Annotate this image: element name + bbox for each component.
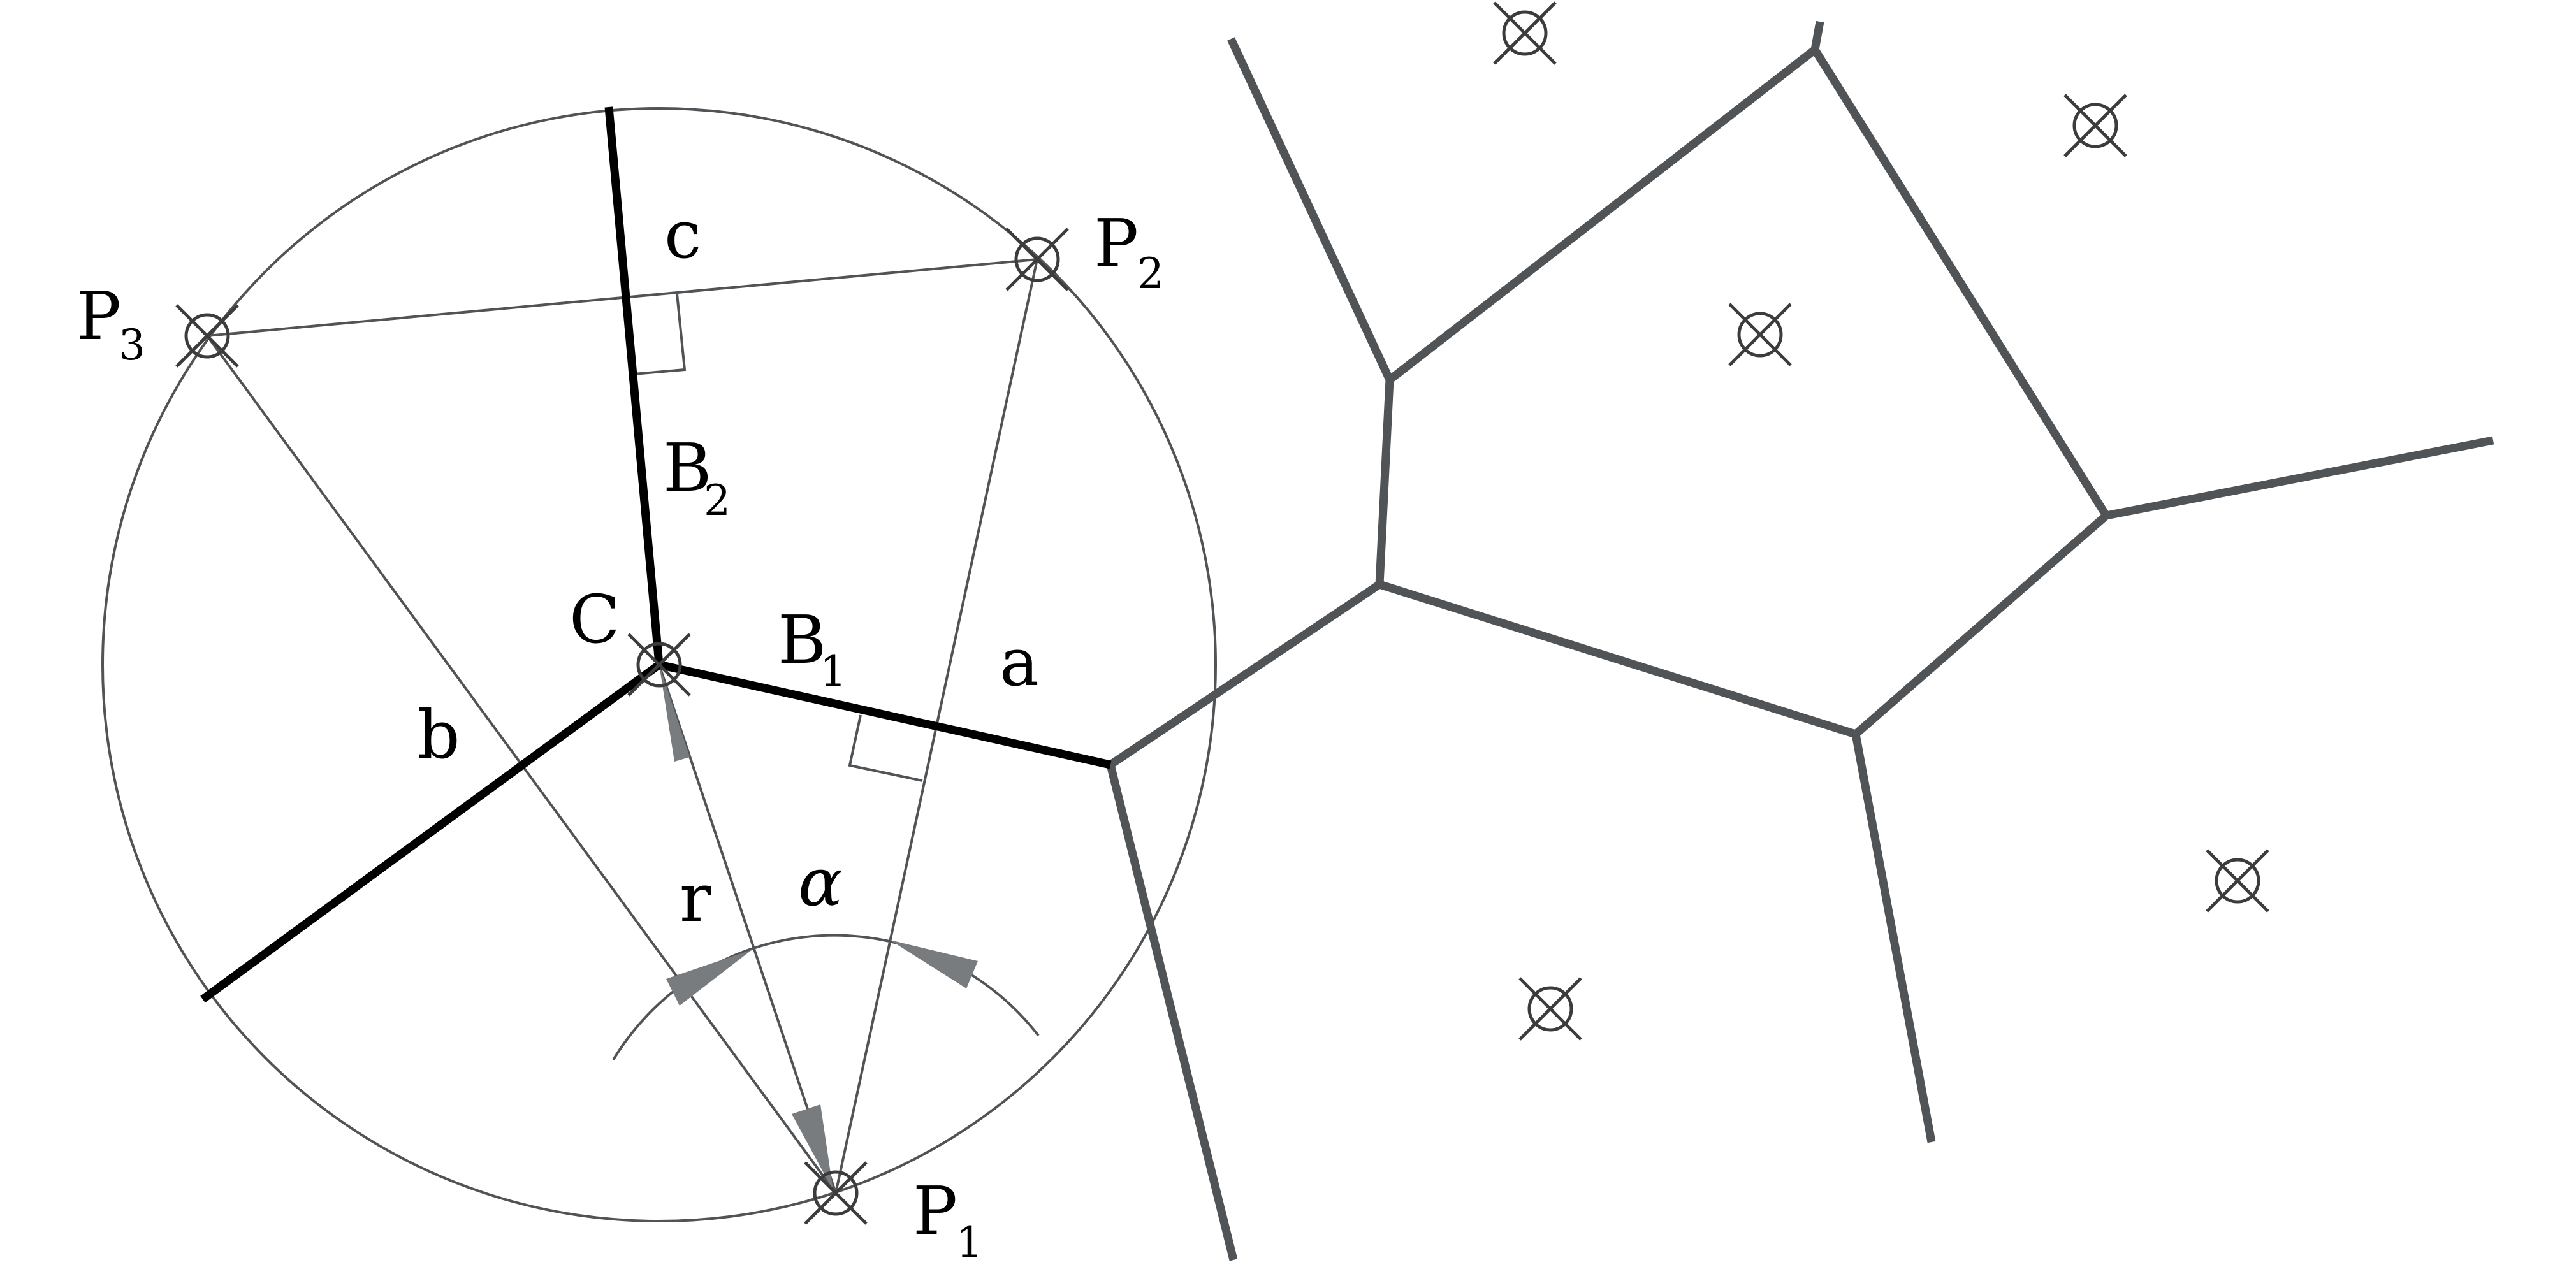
site-cross-icon	[804, 1161, 868, 1225]
bisector-b2	[604, 106, 664, 665]
voronoi-edge	[2105, 436, 2494, 520]
voronoi-edge	[1810, 20, 1824, 51]
voronoi-edge	[1227, 37, 1394, 382]
site-cross-icon	[2063, 94, 2127, 157]
voronoi-edge	[1375, 379, 1394, 585]
site-cross-icon	[627, 633, 691, 697]
arrowhead-angle-left	[666, 950, 752, 1006]
arrowhead-angle-right	[890, 940, 978, 988]
site-circle-icon	[1527, 986, 1573, 1032]
label-center-c: C	[569, 581, 620, 658]
label-radius-r: r	[680, 859, 711, 937]
site-cross-icon	[2206, 849, 2269, 913]
bisector-b1	[658, 660, 1112, 769]
voronoi-edge	[1851, 733, 1936, 1143]
right-angle-marker-c	[633, 293, 687, 375]
arrowheads	[659, 665, 978, 1190]
site-circle-icon	[1014, 236, 1060, 282]
site-marker-other-1	[1493, 1, 1557, 65]
right-angle-markers	[633, 293, 923, 782]
label-p1-sub: 1	[956, 1218, 983, 1267]
radius-line	[658, 664, 837, 1194]
labels: C P 3 P 2 P 1 c b a B 2 B 1 r α	[76, 196, 1164, 1267]
voronoi-edge	[1108, 581, 1382, 769]
site-cross-icon	[1005, 228, 1069, 291]
site-circle-icon	[2215, 858, 2260, 904]
site-circle-icon	[1737, 312, 1783, 358]
site-markers	[175, 1, 2269, 1225]
site-circle-icon	[813, 1170, 859, 1216]
label-b2: B	[663, 429, 711, 507]
label-p2-sub: 2	[1137, 249, 1164, 298]
voronoi-edge	[1811, 47, 2110, 518]
voronoi-edges	[1106, 20, 2494, 1261]
site-marker-other-4	[2206, 849, 2269, 913]
site-marker-other-3	[1728, 303, 1792, 366]
circumcircle	[101, 107, 1217, 1222]
voronoi-edge	[1378, 580, 1857, 739]
label-p1: P	[913, 1172, 957, 1250]
label-angle-alpha: α	[798, 843, 843, 921]
site-circle-icon	[184, 313, 230, 359]
site-circle-icon	[636, 642, 682, 688]
site-marker-p1	[804, 1161, 868, 1225]
right-angle-marker-a	[848, 714, 923, 782]
arrowhead-radius-to-p1	[792, 1104, 833, 1190]
site-circle-icon	[1502, 10, 1548, 56]
site-cross-icon	[1728, 303, 1792, 366]
label-b1: B	[778, 601, 826, 679]
label-side-a: a	[1000, 623, 1039, 701]
label-p3: P	[76, 277, 121, 355]
label-b1-sub: 1	[820, 647, 847, 696]
perpendicular-bisectors	[200, 106, 1112, 1003]
site-circle-icon	[2072, 103, 2118, 148]
voronoi-edge	[1387, 46, 1817, 384]
bisector-b3	[200, 661, 662, 1003]
angle-arc	[612, 934, 1040, 1061]
site-marker-p3	[175, 304, 239, 368]
center-marker-c	[627, 633, 691, 697]
site-cross-icon	[1518, 977, 1582, 1041]
voronoi-edge	[1852, 512, 2109, 737]
site-marker-other-5	[1518, 977, 1582, 1041]
site-marker-p2	[1005, 228, 1069, 291]
label-side-b: b	[418, 696, 460, 774]
label-side-c: c	[664, 196, 701, 273]
voronoi-edge	[1106, 763, 1238, 1261]
site-cross-icon	[1493, 1, 1557, 65]
label-p2: P	[1094, 205, 1139, 282]
arrowhead-radius-to-center	[659, 665, 690, 762]
label-p3-sub: 3	[119, 321, 145, 370]
site-marker-other-2	[2063, 94, 2127, 157]
site-cross-icon	[175, 304, 239, 368]
label-b2-sub: 2	[704, 476, 731, 525]
